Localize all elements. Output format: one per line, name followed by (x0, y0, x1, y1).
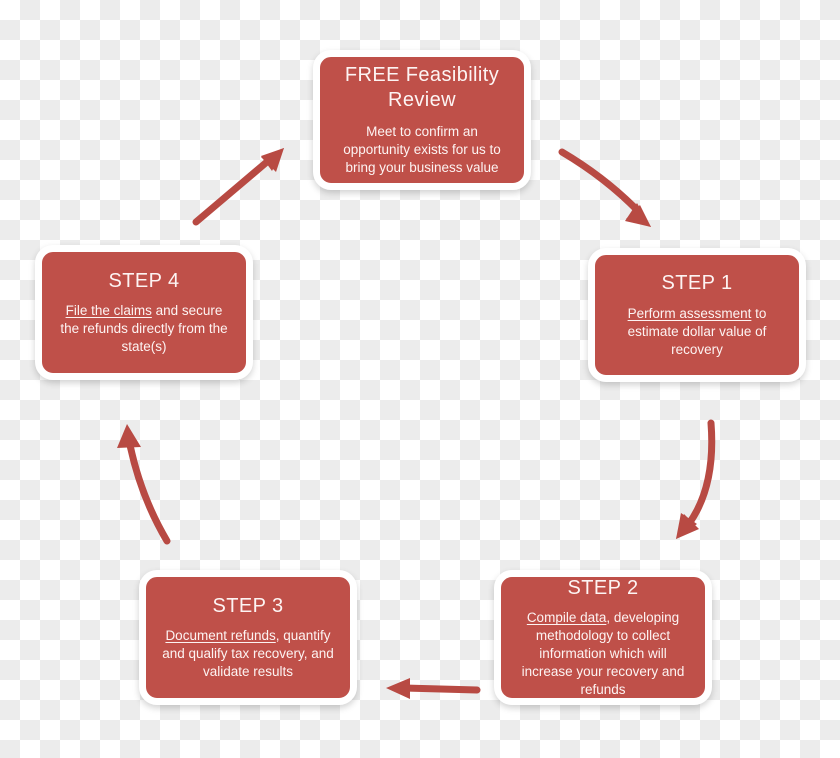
node-description-emphasis: Compile data (526, 610, 607, 626)
node-description-text: and secure the refunds directly from the… (60, 303, 228, 355)
arrow-intro-to-step1 (558, 148, 651, 227)
node-description-text: to estimate dollar value of recovery (627, 305, 767, 357)
node-title: STEP 4 (108, 269, 180, 292)
node-step-4: STEP 4 File the claims and secure the re… (35, 245, 253, 380)
node-description-text: Meet to confirm an opportunity exists fo… (343, 123, 501, 175)
node-description-text: , quantify and qualify tax recovery, and… (162, 628, 334, 680)
node-step-2: STEP 2 Compile data, developing methodol… (494, 570, 712, 705)
node-description-text: , developing methodology to collect info… (521, 610, 685, 698)
node-free-feasibility-review: FREE Feasibility Review Meet to confirm … (313, 50, 531, 190)
node-description: Document refunds, quantify and qualify t… (160, 627, 336, 681)
node-title: STEP 1 (661, 272, 733, 295)
node-description: Perform assessment to estimate dollar va… (609, 305, 785, 359)
arrow-step4-to-intro (192, 148, 284, 226)
node-description: Compile data, developing methodology to … (515, 609, 691, 699)
node-description-emphasis: Perform assessment (627, 305, 752, 321)
node-title: STEP 2 (567, 576, 639, 599)
arrow-step2-to-step3 (386, 678, 481, 699)
arrow-step3-to-step4 (117, 424, 171, 545)
node-description: Meet to confirm an opportunity exists fo… (334, 123, 510, 177)
node-step-1: STEP 1 Perform assessment to estimate do… (588, 248, 806, 382)
node-description-emphasis: Document refunds (165, 628, 276, 644)
node-step-3: STEP 3 Document refunds, quantify and qu… (139, 570, 357, 705)
node-title: FREE Feasibility Review (344, 64, 500, 111)
node-description-emphasis: File the claims (65, 303, 152, 319)
node-title: STEP 3 (212, 594, 284, 617)
arrow-step1-to-step2 (676, 419, 716, 539)
node-description: File the claims and secure the refunds d… (56, 302, 232, 356)
